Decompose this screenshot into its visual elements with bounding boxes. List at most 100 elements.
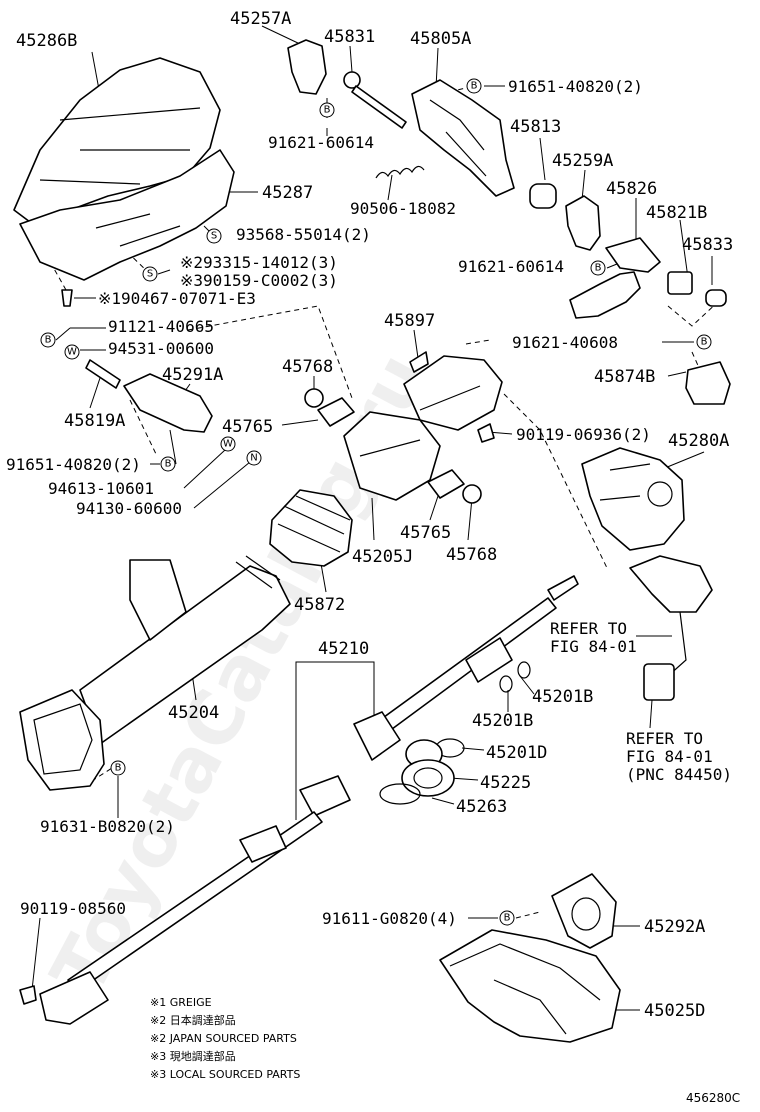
legend-line-4: ※3 現地調達部品 <box>150 1049 236 1063</box>
label-45257a[interactable]: 45257A <box>230 9 291 29</box>
label-91611-g0820[interactable]: 91611-G0820(4) <box>322 909 457 928</box>
label-91621-60614-b[interactable]: 91621-60614 <box>458 257 564 276</box>
refer-to-1-line1[interactable]: REFER TO <box>550 619 627 638</box>
svg-text:B: B <box>595 263 602 274</box>
legend-line-3: ※2 JAPAN SOURCED PARTS <box>150 1032 297 1045</box>
plate-45292a <box>551 873 617 949</box>
svg-text:B: B <box>115 763 122 774</box>
diagram-code: 456280C <box>686 1091 740 1105</box>
label-90159-c0002[interactable]: ※390159-C0002(3) <box>180 271 338 290</box>
label-45201d[interactable]: 45201D <box>486 743 547 763</box>
svg-text:B: B <box>45 335 52 346</box>
part-45821b <box>667 271 693 295</box>
label-45210[interactable]: 45210 <box>318 639 369 659</box>
label-91121-40665[interactable]: 91121-40665 <box>108 317 214 336</box>
svg-text:N: N <box>250 453 257 464</box>
svg-text:W: W <box>67 347 77 358</box>
bolt-45831 <box>351 85 407 129</box>
label-90119-08560[interactable]: 90119-08560 <box>20 899 126 918</box>
label-45205j[interactable]: 45205J <box>352 547 413 567</box>
label-45768-upper[interactable]: 45768 <box>282 357 333 377</box>
marker-b-3: B <box>590 260 606 276</box>
label-45768-lower[interactable]: 45768 <box>446 545 497 565</box>
label-91651-40820[interactable]: 91651-40820(2) <box>508 77 643 96</box>
collar-45768-upper <box>304 388 324 408</box>
label-94613-10601[interactable]: 94613-10601 <box>48 479 154 498</box>
label-45201b-a[interactable]: 45201B <box>532 687 593 707</box>
label-91631-b0820[interactable]: 91631-B0820(2) <box>40 817 175 836</box>
part-45833 <box>705 289 727 307</box>
marker-s-2: S <box>142 266 158 282</box>
column-bracket-45205j <box>343 411 441 501</box>
label-45897[interactable]: 45897 <box>384 311 435 331</box>
label-93315-14012[interactable]: ※293315-14012(3) <box>180 253 338 272</box>
part-45874b <box>685 361 731 405</box>
svg-text:B: B <box>701 337 708 348</box>
label-91621-40608[interactable]: 91621-40608 <box>512 333 618 352</box>
svg-text:B: B <box>324 105 331 116</box>
refer-to-2-line2[interactable]: FIG 84-01 <box>626 747 713 766</box>
label-45259a[interactable]: 45259A <box>552 151 613 171</box>
lock-cylinder-45280a <box>581 447 685 551</box>
svg-text:B: B <box>504 913 511 924</box>
circled-markers: B B S S B B W B B W N B B <box>40 78 712 926</box>
marker-b-2: B <box>319 102 335 118</box>
legend-line-2: ※2 日本調達部品 <box>150 1013 236 1027</box>
clip-45257a <box>287 39 327 95</box>
label-45280a[interactable]: 45280A <box>668 431 729 451</box>
marker-b-6: B <box>160 456 176 472</box>
label-94130-60600[interactable]: 94130-60600 <box>76 499 182 518</box>
refer-to-2-line3[interactable]: (PNC 84450) <box>626 765 732 784</box>
label-91651-40820-b[interactable]: 91651-40820(2) <box>6 455 141 474</box>
marker-b-8: B <box>499 910 515 926</box>
legend-line-1: ※1 GREIGE <box>150 996 212 1009</box>
label-45204[interactable]: 45204 <box>168 703 219 723</box>
label-90506-18082[interactable]: 90506-18082 <box>350 199 456 218</box>
label-45872[interactable]: 45872 <box>294 595 345 615</box>
tilt-lever-45826 <box>569 271 641 319</box>
label-45263[interactable]: 45263 <box>456 797 507 817</box>
refer-to-2-line1[interactable]: REFER TO <box>626 729 703 748</box>
label-90119-06936[interactable]: 90119-06936(2) <box>516 425 651 444</box>
marker-n-1: N <box>246 450 262 466</box>
label-45286b[interactable]: 45286B <box>16 31 77 51</box>
label-45813[interactable]: 45813 <box>510 117 561 137</box>
lower-column-cover <box>19 149 235 281</box>
part-labels: 45286B 45257A 45831 45805A 91651-40820(2… <box>6 9 733 1021</box>
marker-b-5: B <box>696 334 712 350</box>
label-45874b[interactable]: 45874B <box>594 367 655 387</box>
label-45833[interactable]: 45833 <box>682 235 733 255</box>
spacer-45765-lower <box>427 469 465 499</box>
label-45831[interactable]: 45831 <box>324 27 375 47</box>
label-45225[interactable]: 45225 <box>480 773 531 793</box>
svg-text:B: B <box>471 81 478 92</box>
label-45291a[interactable]: 45291A <box>162 365 223 385</box>
label-90467-07071[interactable]: ※190467-07071-E3 <box>98 289 256 308</box>
marker-b-7: B <box>110 760 126 776</box>
label-45826[interactable]: 45826 <box>606 179 657 199</box>
marker-b-4: B <box>40 332 56 348</box>
label-45292a[interactable]: 45292A <box>644 917 705 937</box>
marker-b-1: B <box>466 78 482 94</box>
legend-line-5: ※3 LOCAL SOURCED PARTS <box>150 1068 300 1081</box>
marker-w-2: W <box>220 436 236 452</box>
label-45765-lower[interactable]: 45765 <box>400 523 451 543</box>
label-45819a[interactable]: 45819A <box>64 411 125 431</box>
part-drawings <box>13 39 731 1043</box>
label-93568-55014[interactable]: 93568-55014(2) <box>236 225 371 244</box>
label-45821b[interactable]: 45821B <box>646 203 707 223</box>
hole-cover-45025d <box>439 929 621 1043</box>
label-91621-60614-a[interactable]: 91621-60614 <box>268 133 374 152</box>
label-45805a[interactable]: 45805A <box>410 29 471 49</box>
universal-joint <box>39 971 109 1025</box>
label-45287[interactable]: 45287 <box>262 183 313 203</box>
bearing-45263 <box>401 759 455 797</box>
label-45025d[interactable]: 45025D <box>644 1001 705 1021</box>
refer-to-1-line2[interactable]: FIG 84-01 <box>550 637 637 656</box>
legend: ※1 GREIGE ※2 日本調達部品 ※2 JAPAN SOURCED PAR… <box>150 996 300 1081</box>
label-45765-upper[interactable]: 45765 <box>222 417 273 437</box>
label-94531-00600[interactable]: 94531-00600 <box>108 339 214 358</box>
label-45201b-b[interactable]: 45201B <box>472 711 533 731</box>
